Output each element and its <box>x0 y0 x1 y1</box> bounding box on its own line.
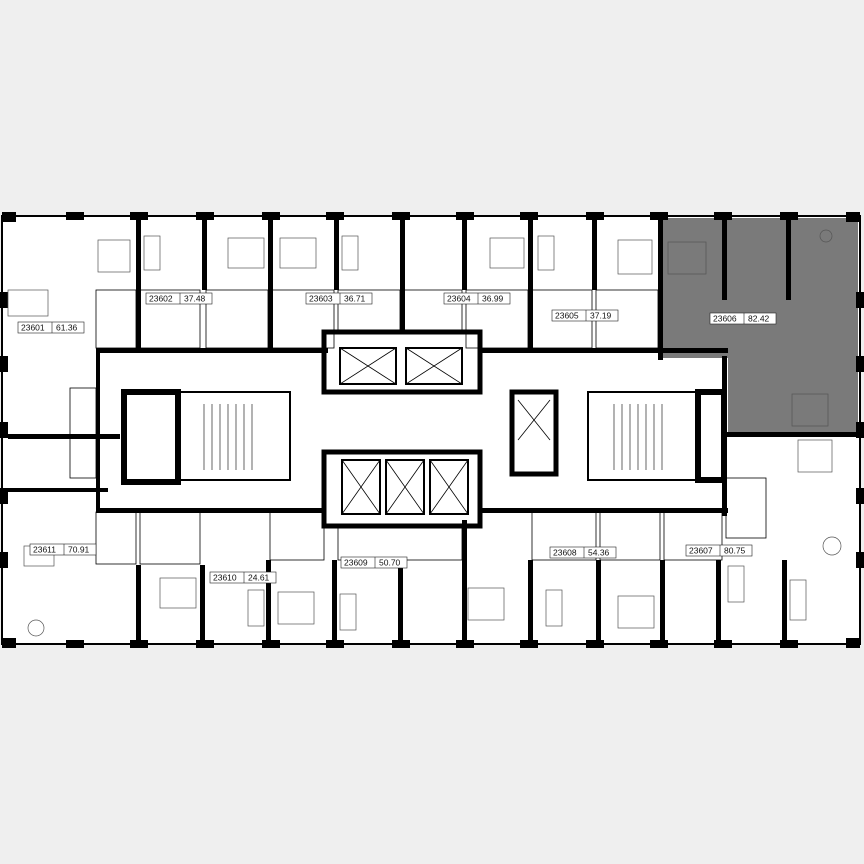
unit-label-box <box>685 544 753 557</box>
unit-number: 23602 <box>149 294 173 304</box>
unit-area: 36.99 <box>482 294 504 304</box>
unit-label-box <box>17 321 85 334</box>
unit-number: 23608 <box>553 548 577 558</box>
stair-treads <box>203 404 663 470</box>
unit-label-23609[interactable]: 23609 50.70 <box>340 556 408 569</box>
unit-number: 23603 <box>309 294 333 304</box>
unit-label-23602[interactable]: 23602 37.48 <box>145 292 213 305</box>
furniture <box>7 229 842 637</box>
unit-label-23608[interactable]: 23608 54.36 <box>549 546 617 559</box>
unit-label-box <box>145 292 213 305</box>
unit-label-23610[interactable]: 23610 24.61 <box>209 571 277 584</box>
unit-number: 23604 <box>447 294 471 304</box>
unit-23606-highlight[interactable] <box>662 218 858 434</box>
partition-walls <box>8 220 858 640</box>
unit-label-box <box>29 543 97 556</box>
unit-label-box <box>443 292 511 305</box>
unit-area: 80.75 <box>724 546 746 556</box>
room-outlines <box>69 289 767 565</box>
unit-label-23611[interactable]: 23611 70.91 <box>29 543 97 556</box>
unit-area: 82.42 <box>748 314 770 324</box>
elevator-markers <box>339 347 551 515</box>
unit-label-box <box>709 312 777 325</box>
unit-area: 50.70 <box>379 558 401 568</box>
unit-label-23604[interactable]: 23604 36.99 <box>443 292 511 305</box>
unit-label-box <box>340 556 408 569</box>
unit-label-box <box>551 309 619 322</box>
perimeter-columns <box>0 212 864 648</box>
unit-area: 70.91 <box>68 545 90 555</box>
unit-number: 23607 <box>689 546 713 556</box>
unit-label-23603[interactable]: 23603 36.71 <box>305 292 373 305</box>
unit-number: 23606 <box>713 314 737 324</box>
unit-area: 54.36 <box>588 548 610 558</box>
unit-label-box <box>549 546 617 559</box>
unit-label-23601[interactable]: 23601 61.36 <box>17 321 85 334</box>
unit-label-box <box>305 292 373 305</box>
unit-number: 23605 <box>555 311 579 321</box>
unit-number: 23601 <box>21 323 45 333</box>
unit-area: 61.36 <box>56 323 78 333</box>
unit-number: 23610 <box>213 573 237 583</box>
unit-label-23606[interactable]: 23606 82.42 <box>709 312 777 325</box>
unit-area: 37.48 <box>184 294 206 304</box>
unit-label-23605[interactable]: 23605 37.19 <box>551 309 619 322</box>
unit-label-box <box>209 571 277 584</box>
unit-area: 37.19 <box>590 311 612 321</box>
unit-number: 23609 <box>344 558 368 568</box>
unit-label-23607[interactable]: 23607 80.75 <box>685 544 753 557</box>
unit-area: 36.71 <box>344 294 366 304</box>
unit-number: 23611 <box>33 545 56 555</box>
building-core <box>121 329 727 529</box>
unit-area: 24.61 <box>248 573 270 583</box>
